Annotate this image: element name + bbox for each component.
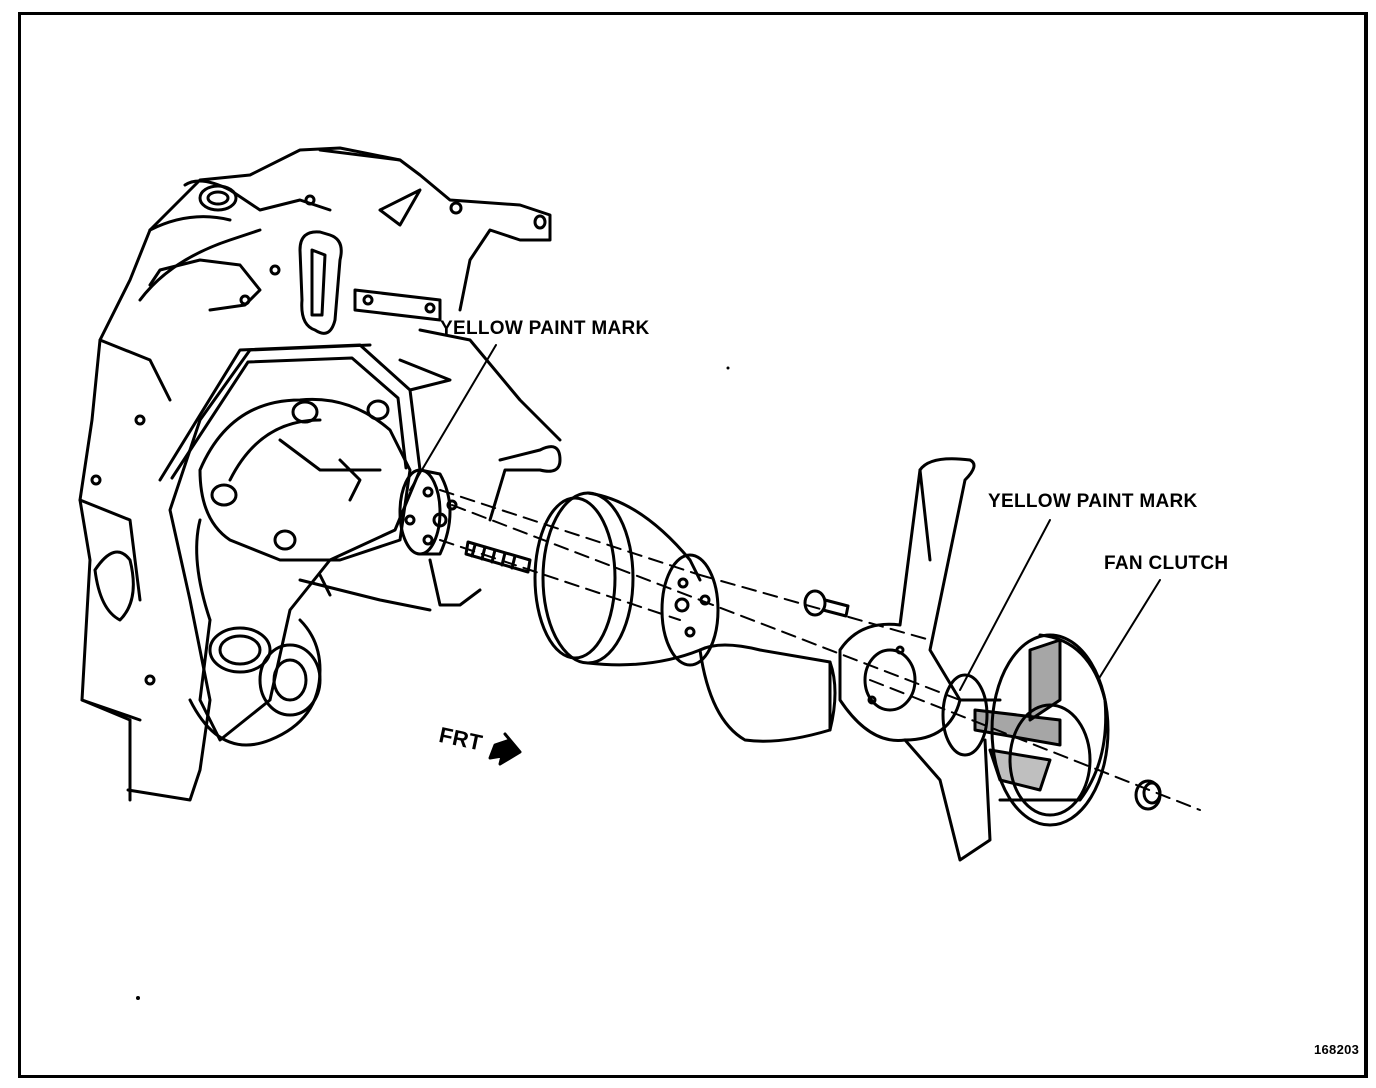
engine-block xyxy=(78,146,402,802)
alignment-lines xyxy=(439,489,1201,811)
bolt xyxy=(803,589,850,618)
alternator-bracket xyxy=(298,148,562,612)
label-leaders xyxy=(409,344,1161,691)
fan-clutch-label: FAN CLUTCH xyxy=(1104,553,1229,574)
fan xyxy=(838,457,1002,862)
water-pump-hub xyxy=(398,468,458,556)
yellow-paint-mark-label-upper: YELLOW PAINT MARK xyxy=(440,318,650,339)
timing-cover xyxy=(158,343,422,747)
fan-spacer xyxy=(698,643,837,743)
stud xyxy=(464,540,532,574)
pulley xyxy=(533,491,720,667)
nut xyxy=(1134,779,1162,811)
diagram-frame xyxy=(18,12,1368,1078)
fan-clutch xyxy=(941,633,1110,827)
figure-id: 168203 xyxy=(1314,1042,1360,1057)
front-arrow-icon xyxy=(488,732,522,766)
water-pump xyxy=(198,397,412,562)
yellow-paint-mark-label-right: YELLOW PAINT MARK xyxy=(988,491,1198,512)
